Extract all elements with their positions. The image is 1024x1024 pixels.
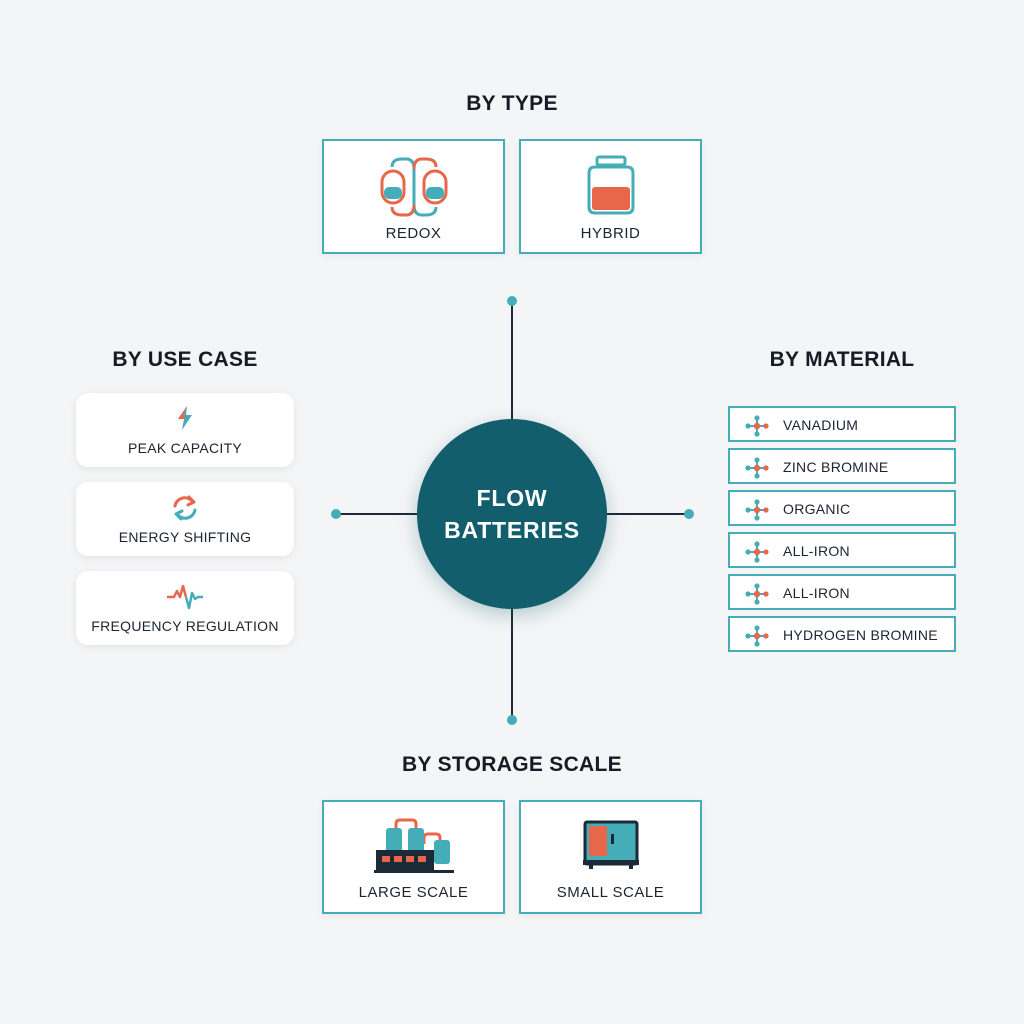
type-card-hybrid[interactable]: HYBRID <box>519 139 702 254</box>
material-item[interactable]: ALL-IRON <box>728 532 956 568</box>
scale-card-large[interactable]: LARGE SCALE <box>322 800 505 914</box>
connector-dot-left <box>331 509 341 519</box>
material-item-label: HYDROGEN BROMINE <box>783 627 938 643</box>
waveform-icon <box>167 584 203 610</box>
by-storage-scale-heading: BY STORAGE SCALE <box>402 753 622 776</box>
material-item-label: VANADIUM <box>783 417 859 433</box>
center-hub-label: FLOW BATTERIES <box>444 485 580 543</box>
center-hub[interactable]: FLOW BATTERIES <box>417 419 607 609</box>
redox-tanks-icon <box>380 157 447 217</box>
jar-icon <box>587 155 634 215</box>
by-use-case-heading: BY USE CASE <box>112 348 258 371</box>
material-item[interactable]: ORGANIC <box>728 490 956 526</box>
material-item[interactable]: VANADIUM <box>728 406 956 442</box>
type-card-redox[interactable]: REDOX <box>322 139 505 254</box>
material-item[interactable]: HYDROGEN BROMINE <box>728 616 956 652</box>
type-card-redox-label: REDOX <box>385 225 442 242</box>
molecule-icon <box>745 499 769 521</box>
by-material-heading: BY MATERIAL <box>769 348 915 371</box>
scale-card-small-label: SMALL SCALE <box>556 884 665 901</box>
material-item[interactable]: ALL-IRON <box>728 574 956 610</box>
use-case-peak-capacity-label: PEAK CAPACITY <box>127 440 243 456</box>
molecule-icon <box>745 541 769 563</box>
use-case-card-peak-capacity[interactable]: PEAK CAPACITY <box>76 393 294 467</box>
material-item-label: ZINC BROMINE <box>783 459 889 475</box>
molecule-icon <box>745 415 769 437</box>
use-case-card-frequency-regulation[interactable]: FREQUENCY REGULATION <box>76 571 294 645</box>
molecule-icon <box>745 457 769 479</box>
material-item-label: ORGANIC <box>783 501 851 517</box>
connector-dot-top <box>507 296 517 306</box>
use-case-energy-shifting-label: ENERGY SHIFTING <box>118 529 252 545</box>
connector-dot-bottom <box>507 715 517 725</box>
material-item-label: ALL-IRON <box>783 543 850 559</box>
cabinet-icon <box>582 820 639 869</box>
lightning-icon <box>178 406 192 430</box>
scale-card-large-label: LARGE SCALE <box>358 884 469 901</box>
molecule-icon <box>745 625 769 647</box>
use-case-frequency-regulation-label: FREQUENCY REGULATION <box>91 618 279 634</box>
industrial-plant-icon <box>373 818 454 873</box>
by-type-heading: BY TYPE <box>466 92 558 115</box>
use-case-card-energy-shifting[interactable]: ENERGY SHIFTING <box>76 482 294 556</box>
connector-dot-right <box>684 509 694 519</box>
type-card-hybrid-label: HYBRID <box>580 225 641 242</box>
material-item[interactable]: ZINC BROMINE <box>728 448 956 484</box>
molecule-icon <box>745 583 769 605</box>
cycle-arrows-icon <box>173 495 197 521</box>
material-item-label: ALL-IRON <box>783 585 850 601</box>
scale-card-small[interactable]: SMALL SCALE <box>519 800 702 914</box>
